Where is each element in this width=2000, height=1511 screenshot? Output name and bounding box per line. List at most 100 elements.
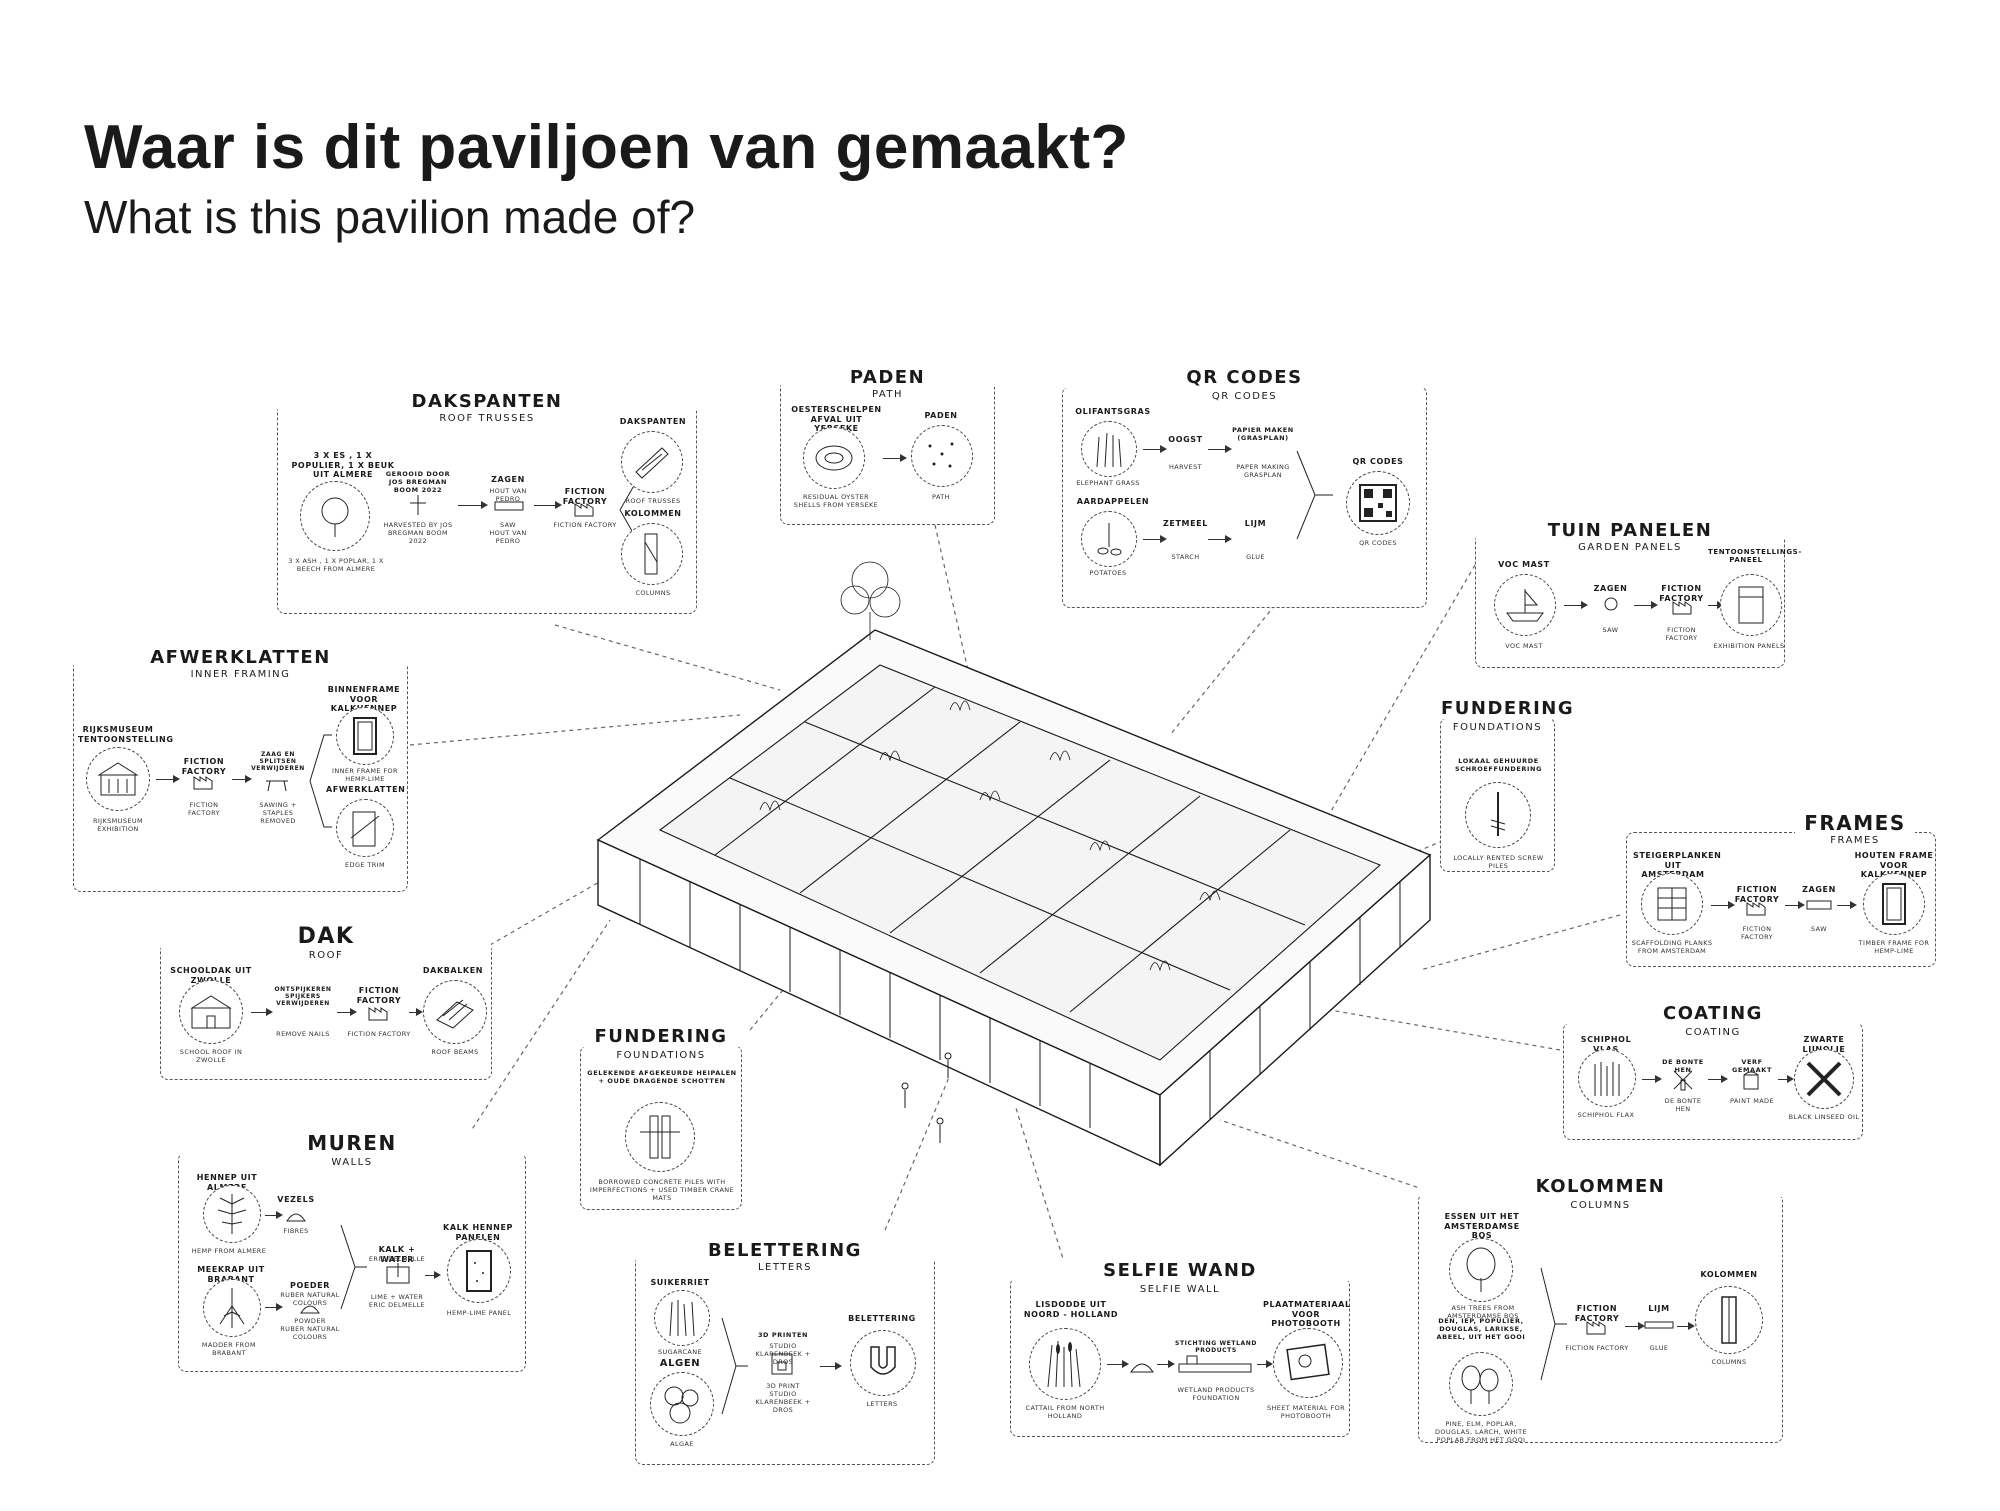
output-caption: Timber frame for hemp-lime xyxy=(1858,939,1930,956)
panel-subtitle: Columns xyxy=(1570,1200,1631,1211)
source1-label: Olifantsgras xyxy=(1075,407,1151,416)
beams-circle xyxy=(423,980,487,1044)
output-label: Kalk hennep panelen xyxy=(443,1223,513,1242)
tree-circle xyxy=(300,481,370,551)
step-factory-label: Fiction Factory xyxy=(562,487,608,506)
step-saw-label: Zagen xyxy=(1593,584,1628,593)
step-print-caption-2: Studio Klarenbeek + Dros xyxy=(755,1390,811,1415)
source-label: Rijksmuseum tentoonstelling xyxy=(78,725,174,744)
algae-icon xyxy=(664,1386,699,1424)
output-caption: Exhibition panels xyxy=(1713,642,1785,650)
step-powder-caption-2: Ruber natural colours xyxy=(280,1325,340,1342)
scaffolding-icon xyxy=(1657,887,1687,921)
ship-icon xyxy=(1506,589,1544,622)
leader-coating xyxy=(1329,1009,1561,1051)
step-glue-caption: Glue xyxy=(1649,1344,1669,1352)
frame-circle xyxy=(1863,873,1925,935)
ship-circle xyxy=(1494,574,1556,636)
panel-subtitle: Walls xyxy=(331,1157,373,1168)
step-saw-label: Zagen xyxy=(1802,885,1836,894)
branch-arrows xyxy=(309,734,332,828)
foundation-caption: Borrowed concrete piles with imperfectio… xyxy=(589,1178,735,1203)
arrow xyxy=(1107,1360,1129,1368)
pavilion-people xyxy=(901,1052,952,1143)
output-trim-label: Afwerklatten xyxy=(326,785,406,794)
step-saw-caption: Saw xyxy=(1602,626,1619,634)
powder-pile-icon xyxy=(300,1305,320,1314)
paint-can-icon xyxy=(1743,1071,1759,1090)
panel-circle xyxy=(447,1239,511,1303)
panel-title: Kolommen xyxy=(1419,1176,1782,1197)
panel-subtitle: Foundations xyxy=(1452,722,1543,733)
step-factory-label: Fiction Factory xyxy=(181,757,227,776)
panel-subtitle: Selfie wall xyxy=(1139,1284,1221,1295)
grass-icon xyxy=(1096,432,1122,468)
step-paper-caption: Paper making Grasplan xyxy=(1236,463,1290,480)
output-label: Tentoonstellings-paneel xyxy=(1708,548,1802,565)
source1-label: Essen uit het Amsterdamse Bos xyxy=(1444,1212,1520,1241)
arrow xyxy=(534,501,562,509)
source2-caption: Madder from Brabant xyxy=(201,1341,257,1358)
step-factory-label: Fiction Factory xyxy=(356,986,402,1005)
arrow xyxy=(265,1211,283,1219)
panel-title: Fundering xyxy=(581,1026,741,1047)
merge-arrows xyxy=(340,1224,367,1310)
foundation-description: Gelekende afgekeurde heipalen + oude dra… xyxy=(587,1069,737,1085)
right-mullions xyxy=(1209,882,1401,1120)
step-nails-label: Ontspijkeren spijkers verwijderen xyxy=(274,986,332,1008)
arrow xyxy=(1677,1322,1695,1330)
oyster-icon xyxy=(815,445,853,471)
hemp-panel-icon xyxy=(466,1250,492,1292)
step-saw-caption: Saw xyxy=(500,521,516,529)
panel-title: Tuin panelen xyxy=(1476,520,1784,541)
step-saw-caption: Saw xyxy=(1811,925,1827,933)
step-saw-sub: Hout van Pedro xyxy=(489,487,527,504)
arrow xyxy=(1711,901,1735,909)
hemp-icon xyxy=(217,1194,247,1234)
step-factory-label: Fiction Factory xyxy=(1574,1304,1620,1323)
ash-circle xyxy=(1449,1238,1513,1302)
arrow xyxy=(458,501,488,509)
step-starch-label: Zetmeel xyxy=(1163,519,1208,528)
panel-kolommen: Kolommen Columns Essen uit het Amsterdam… xyxy=(1418,1176,1783,1445)
trim-circle xyxy=(336,799,394,857)
output-caption: Path xyxy=(932,493,950,501)
output-label: Kolommen xyxy=(1700,1270,1758,1279)
source1-label: Suikerriet xyxy=(650,1278,710,1287)
potato-plant-icon xyxy=(1097,523,1122,556)
arrow xyxy=(1143,445,1167,453)
step-print-label: 3D printen xyxy=(757,1331,809,1339)
saw-icon xyxy=(1604,597,1618,611)
columns-circle xyxy=(1695,1286,1763,1354)
leader-frames xyxy=(1419,914,1621,971)
gravel-icon xyxy=(928,442,954,468)
source-label: 3 x Es , 1 x Populier, 1 x Beuk uit Alme… xyxy=(291,451,395,480)
panel-belettering: Belettering Letters Suikerriet Sugarcane… xyxy=(635,1240,935,1465)
arrow xyxy=(1625,1322,1645,1330)
source2-caption: Pine, Elm, Poplar, Douglas, Larch, White… xyxy=(1434,1420,1528,1445)
output-columns-circle xyxy=(621,523,683,585)
arrow xyxy=(1157,1360,1175,1368)
leader-tuinpanelen xyxy=(1319,564,1476,831)
school-icon xyxy=(190,995,232,1029)
screw-pile-icon xyxy=(1490,792,1506,836)
step-factory-caption: Fiction Factory xyxy=(188,801,220,818)
scaffolding-circle xyxy=(1641,873,1703,935)
arrow xyxy=(1708,1075,1728,1083)
beams-icon xyxy=(436,999,474,1029)
source-caption: 3 x Ash , 1 x Poplar, 1 x Beech from Alm… xyxy=(288,557,384,574)
arrow xyxy=(1785,901,1805,909)
arrow xyxy=(251,1008,273,1016)
source-label: Lisdodde uit Noord - Holland xyxy=(1023,1300,1119,1319)
screw-pile-circle xyxy=(1465,782,1531,848)
panel-frames: Frames Frames Steigerplanken uit Amsterd… xyxy=(1626,811,1936,967)
leader-muren xyxy=(454,919,611,1156)
panel-subtitle: Roof trusses xyxy=(439,413,535,424)
foundation-description: Lokaal gehuurde schroeffundering xyxy=(1454,757,1543,773)
museum-icon xyxy=(97,762,139,796)
harvester-icon xyxy=(410,495,426,515)
panel-subtitle: Path xyxy=(871,389,904,400)
panel-afwerklatten: Afwerklatten Inner framing Rijksmuseum t… xyxy=(73,647,408,892)
arrow xyxy=(1778,1075,1794,1083)
